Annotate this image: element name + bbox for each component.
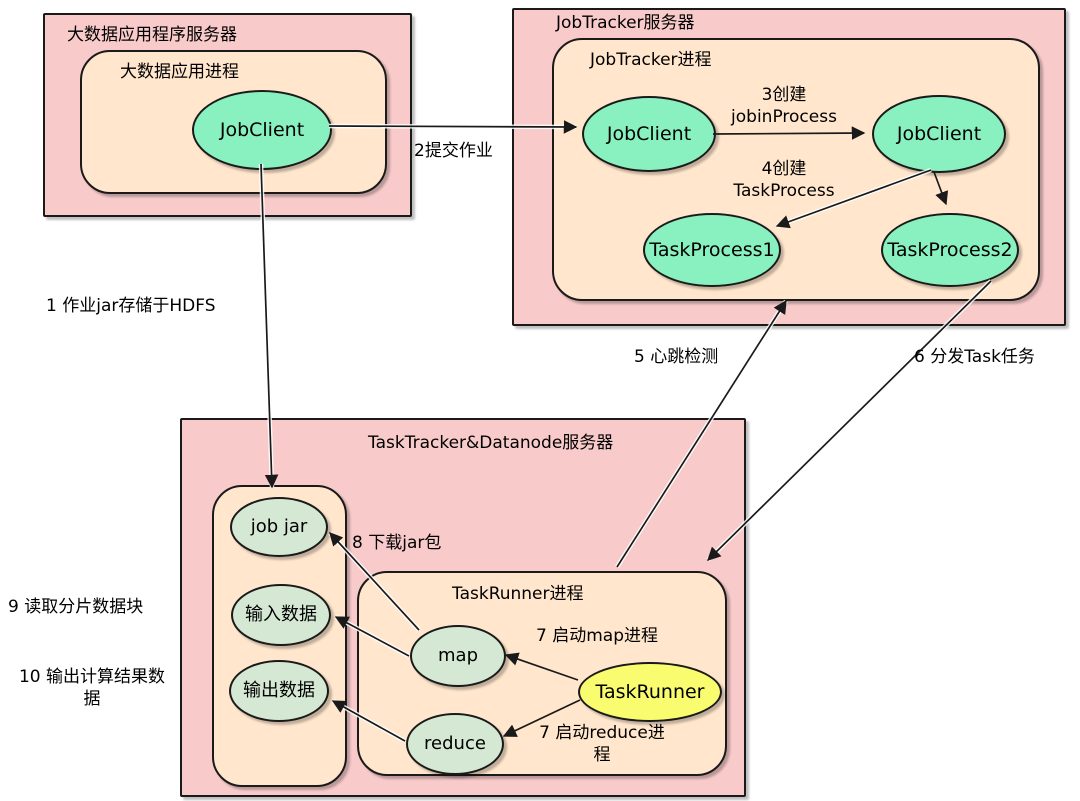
node-jobclient-app-label: JobClient xyxy=(219,118,305,141)
label-step4: 4创建 TaskProcess xyxy=(733,159,835,202)
node-map-label: map xyxy=(438,645,478,666)
app-process-title: 大数据应用进程 xyxy=(120,62,239,82)
node-taskrunner-label: TaskRunner xyxy=(595,680,705,703)
node-jobclient-app: JobClient xyxy=(192,90,332,170)
node-output-data: 输出数据 xyxy=(229,660,329,722)
label-step8: 8 下载jar包 xyxy=(352,533,442,553)
node-reduce-label: reduce xyxy=(424,733,486,754)
node-taskrunner: TaskRunner xyxy=(578,662,722,722)
jobtracker-server-title: JobTracker服务器 xyxy=(556,13,695,33)
tasktracker-server-title: TaskTracker&Datanode服务器 xyxy=(368,433,614,453)
label-step6: 6 分发Task任务 xyxy=(914,347,1035,367)
node-jobclient-right-label: JobClient xyxy=(896,122,982,145)
node-jobclient-left: JobClient xyxy=(582,96,716,172)
node-input-data-label: 输入数据 xyxy=(245,604,317,625)
taskrunner-process-title: TaskRunner进程 xyxy=(452,584,584,604)
label-step3: 3创建 jobinProcess xyxy=(731,85,837,128)
node-taskprocess2: TaskProcess2 xyxy=(881,213,1019,287)
label-step7-reduce: 7 启动reduce进 程 xyxy=(539,723,665,766)
node-map: map xyxy=(410,625,506,687)
node-reduce: reduce xyxy=(406,713,504,775)
node-taskprocess1: TaskProcess1 xyxy=(643,213,781,287)
jobtracker-process-title: JobTracker进程 xyxy=(590,50,712,70)
label-step2: 2提交作业 xyxy=(414,141,493,161)
app-server-title: 大数据应用程序服务器 xyxy=(67,25,237,45)
label-step1: 1 作业jar存储于HDFS xyxy=(46,296,216,316)
node-output-data-label: 输出数据 xyxy=(243,680,315,701)
node-jobclient-left-label: JobClient xyxy=(606,122,692,145)
node-input-data: 输入数据 xyxy=(231,584,331,646)
node-taskprocess1-label: TaskProcess1 xyxy=(649,238,775,261)
node-jobclient-right: JobClient xyxy=(872,95,1006,173)
node-taskprocess2-label: TaskProcess2 xyxy=(887,238,1013,261)
node-job-jar: job jar xyxy=(230,497,328,557)
label-step9: 9 读取分片数据块 xyxy=(8,597,144,617)
label-step7-map: 7 启动map进程 xyxy=(536,626,658,646)
label-step10: 10 输出计算结果数 据 xyxy=(18,667,166,710)
node-job-jar-label: job jar xyxy=(250,516,308,537)
label-step5: 5 心跳检测 xyxy=(634,347,719,367)
